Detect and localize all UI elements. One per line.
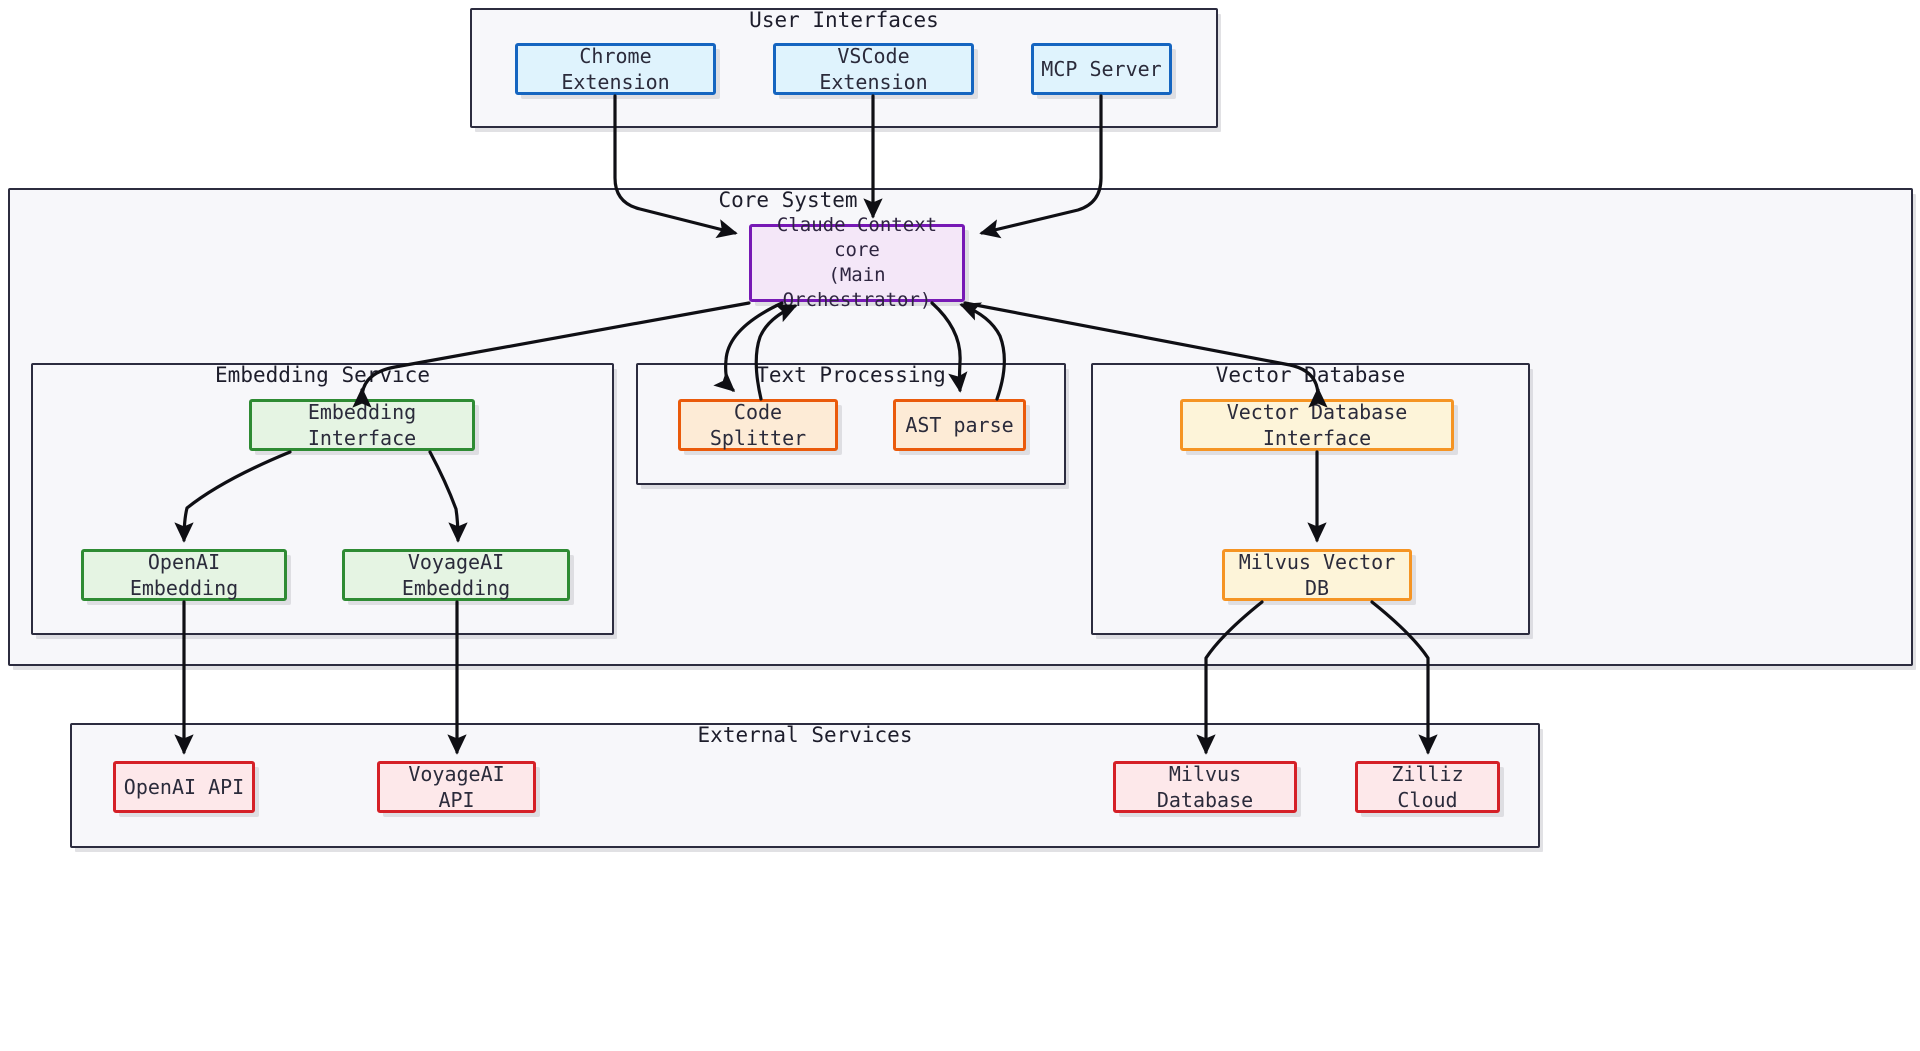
node-voyageai-api[interactable]: VoyageAI API (377, 761, 536, 813)
node-zilliz-cloud[interactable]: Zilliz Cloud (1355, 761, 1500, 813)
node-openai-embedding[interactable]: OpenAI Embedding (81, 549, 287, 601)
cluster-title-embedding-service: Embedding Service (215, 363, 430, 387)
cluster-title-text-processing: Text Processing (756, 363, 946, 387)
node-vector-database-interface[interactable]: Vector Database Interface (1180, 399, 1454, 451)
cluster-title-core-system: Core System (718, 188, 858, 212)
node-code-splitter[interactable]: Code Splitter (678, 399, 838, 451)
node-mcp-server[interactable]: MCP Server (1031, 43, 1172, 95)
node-chrome-extension[interactable]: Chrome Extension (515, 43, 716, 95)
cluster-title-external-services: External Services (697, 723, 913, 747)
node-milvus-database[interactable]: Milvus Database (1113, 761, 1297, 813)
node-openai-api[interactable]: OpenAI API (113, 761, 255, 813)
node-milvus-vector-db[interactable]: Milvus Vector DB (1222, 549, 1412, 601)
cluster-title-vector-database: Vector Database (1215, 363, 1406, 387)
node-embedding-interface[interactable]: Embedding Interface (249, 399, 475, 451)
node-ast-parse[interactable]: AST parse (893, 399, 1026, 451)
node-vscode-extension[interactable]: VSCode Extension (773, 43, 974, 95)
cluster-title-user-interfaces: User Interfaces (749, 8, 939, 32)
node-claude-context-core[interactable]: Claude Context core (Main Orchestrator) (749, 214, 965, 311)
node-voyageai-embedding[interactable]: VoyageAI Embedding (342, 549, 570, 601)
